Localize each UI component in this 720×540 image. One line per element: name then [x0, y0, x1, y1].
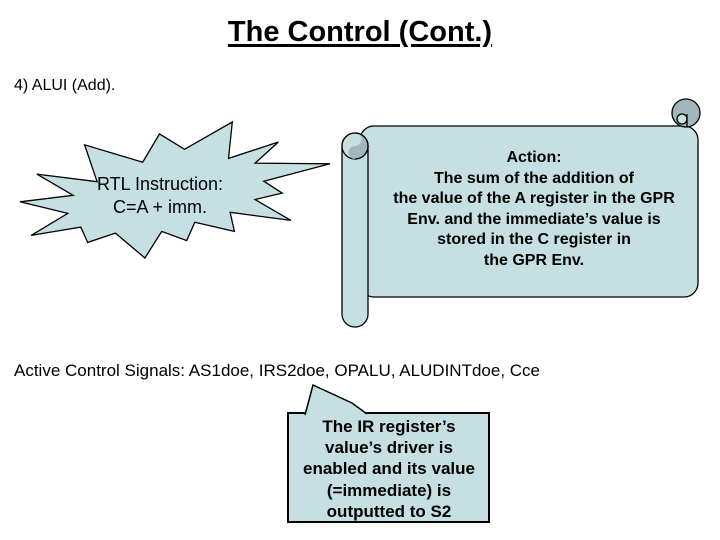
callout-shape — [287, 383, 490, 523]
callout-box — [287, 412, 490, 523]
callout-tail — [305, 385, 368, 416]
callout-line: value’s driver is — [325, 438, 453, 458]
rtl-instruction-line: RTL Instruction: — [96, 174, 224, 194]
action-line: The sum of the addition of — [434, 169, 634, 187]
scroll-left-roll — [341, 132, 369, 328]
explosion-shape — [19, 120, 331, 259]
action-line: the GPR Env. — [483, 251, 585, 269]
scroll-left-roll-curl — [348, 133, 368, 159]
action-line: stored in the C register in — [437, 231, 631, 249]
scroll-top-right-curl-hook — [676, 113, 688, 125]
action-line: Action: — [506, 149, 562, 166]
slide-title: The Control (Cont.) — [227, 16, 493, 48]
callout-line: outputted to S2 — [326, 501, 452, 521]
active-control-signals-text: Active Control Signals: AS1doe, IRS2doe,… — [14, 361, 541, 380]
rtl-instruction-text: RTL Instruction: C=A + imm. — [45, 173, 275, 219]
subtitle-text: 4) ALUI (Add). — [14, 77, 116, 94]
action-line: Env. and the immediate’s value is — [407, 210, 661, 228]
callout-line: enabled and its value — [303, 459, 475, 479]
action-line: the value of the A register in the GPR — [393, 190, 675, 208]
rtl-instruction-line: C=A + imm. — [112, 197, 208, 217]
action-text: Action: The sum of the addition of the val… — [374, 148, 694, 272]
callout-line: (=immediate) is — [326, 480, 452, 500]
callout-line: The IR register’s — [322, 417, 456, 436]
scroll-shape — [341, 98, 701, 328]
